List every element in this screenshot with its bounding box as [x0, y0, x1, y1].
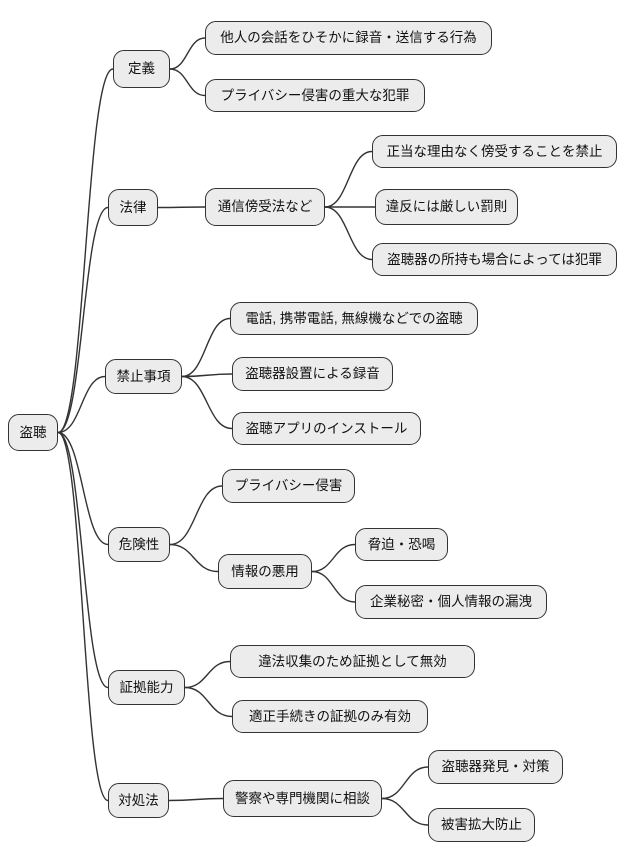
mindmap-node-root: 盗聴 — [8, 414, 58, 451]
connector-edge — [169, 68, 206, 97]
mindmap-node-kiken: 危険性 — [108, 527, 170, 562]
mindmap-node-joho-2: 企業秘密・個人情報の漏洩 — [355, 585, 547, 619]
mindmap-node-shoko: 証拠能力 — [108, 670, 185, 705]
mindmap-node-tsushin-1: 正当な理由なく傍受することを禁止 — [372, 135, 617, 168]
connector-edge — [311, 570, 356, 603]
connector-edge — [324, 206, 373, 261]
mindmap-node-tsushin: 通信傍受法など — [205, 188, 325, 226]
mindmap-node-taisho: 対処法 — [108, 783, 169, 818]
connector-edge — [184, 686, 233, 718]
mindmap-node-joho: 情報の悪用 — [218, 554, 312, 589]
connector-edge — [181, 317, 231, 378]
mindmap-node-taisho-1: 警察や専門機関に相談 — [223, 780, 382, 817]
connector-edge — [57, 431, 109, 689]
mindmap-node-kiken-1: プライバシー侵害 — [222, 469, 355, 503]
connector-edge — [324, 150, 373, 208]
mindmap-node-teigi-2: プライバシー侵害の重大な犯罪 — [205, 79, 425, 112]
connector-edge — [181, 375, 233, 430]
mindmap-node-taisho-1-2: 被害拡大防止 — [428, 808, 535, 842]
mindmap-node-kinshi-1: 電話, 携帯電話, 無線機などでの盗聴 — [230, 302, 478, 335]
mindmap-node-kinshi: 禁止事項 — [105, 359, 182, 394]
connector-edge — [57, 375, 106, 434]
mindmap-node-tsushin-2: 違反には厳しい罰則 — [375, 189, 518, 225]
connector-edge — [169, 543, 219, 573]
mindmap-node-taisho-1-1: 盗聴器発見・対策 — [428, 750, 563, 784]
mindmap-node-joho-1: 脅迫・恐喝 — [355, 528, 448, 561]
mindmap-node-shoko-2: 適正手続きの証拠のみ有効 — [232, 700, 428, 733]
connector-edge — [181, 373, 233, 378]
mindmap-node-tsushin-3: 盗聴器の所持も場合によっては犯罪 — [372, 243, 617, 276]
connector-edge — [381, 766, 429, 800]
mindmap-node-teigi-1: 他人の会話をひそかに録音・送信する行為 — [205, 21, 492, 55]
mindmap-node-kinshi-3: 盗聴アプリのインストール — [232, 412, 421, 445]
connector-edge — [57, 206, 109, 434]
mindmap-node-kinshi-2: 盗聴器設置による録音 — [232, 357, 393, 391]
mindmap-node-teigi: 定義 — [113, 50, 170, 88]
connector-edge — [57, 68, 114, 434]
connector-edge — [57, 431, 109, 802]
mindmap-node-horitsu: 法律 — [108, 189, 158, 226]
connector-edge — [57, 431, 109, 546]
connector-edge — [168, 797, 224, 802]
connector-edge — [169, 485, 223, 546]
mindmap-node-shoko-1: 違法収集のため証拠として無効 — [230, 645, 475, 678]
connector-edge — [381, 797, 429, 826]
connector-edge — [169, 37, 206, 70]
connector-edge — [184, 660, 231, 689]
connector-edge — [157, 206, 206, 209]
connector-edge — [311, 543, 356, 573]
